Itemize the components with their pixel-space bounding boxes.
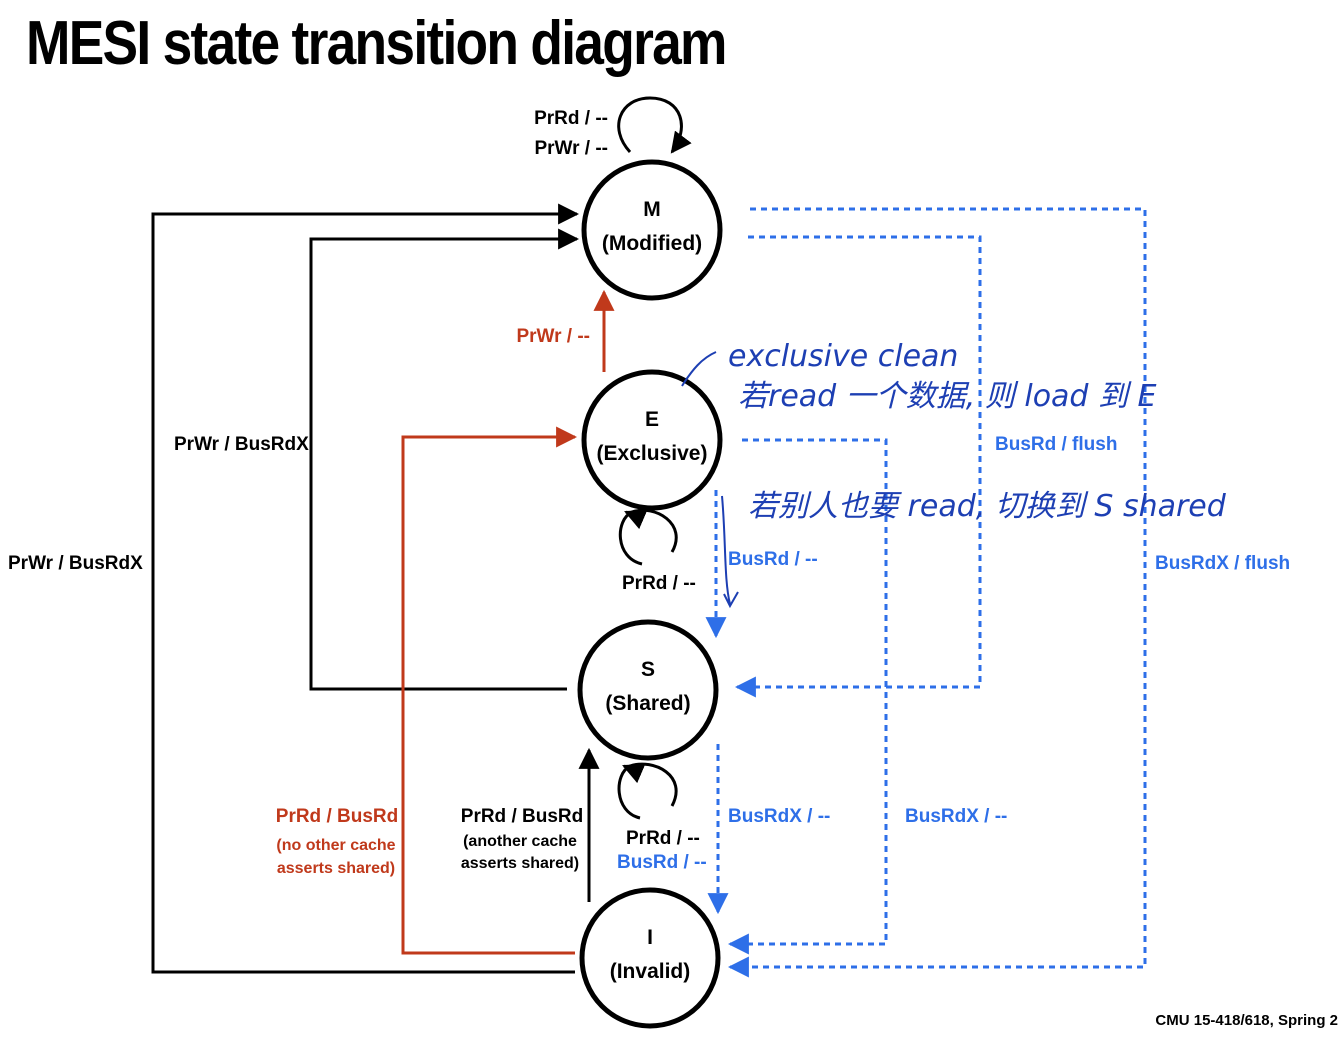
footer-course-label: CMU 15-418/618, Spring 2 [1155, 1012, 1338, 1029]
label-m-to-s: BusRd / flush [995, 434, 1117, 455]
state-e-name: (Exclusive) [597, 442, 708, 465]
label-m-to-i: BusRdX / flush [1155, 553, 1290, 574]
arrow-e-to-i [727, 438, 888, 955]
state-i-letter: I [647, 926, 653, 949]
annotation-pointer [681, 351, 717, 387]
arrow-i-to-m [151, 203, 580, 974]
arrow-s-to-m [309, 228, 580, 691]
annotation-line-1: exclusive clean [728, 339, 958, 374]
label-s-to-m: PrWr / BusRdX [174, 434, 309, 455]
label-i-to-e-3: asserts shared) [277, 860, 395, 877]
label-i-to-e-2: (no other cache [276, 837, 395, 854]
arrow-e-self-head [624, 509, 648, 530]
arrow-m-to-i [727, 207, 1147, 978]
label-e-to-m: PrWr / -- [516, 326, 590, 347]
label-i-to-s-1: PrRd / BusRd [461, 806, 583, 827]
label-e-self: PrRd / -- [622, 573, 696, 594]
label-i-to-e-1: PrRd / BusRd [276, 806, 398, 827]
label-m-self-prwr: PrWr / -- [534, 138, 608, 159]
state-s: S (Shared) [577, 619, 719, 761]
label-s-to-i: BusRdX / -- [728, 806, 830, 827]
state-e-circle [581, 369, 723, 511]
annotation-line-2: 若read 一个数据, 则 load 到 E [738, 379, 1157, 414]
state-e-letter: E [645, 408, 659, 431]
label-s-self-prrd: PrRd / -- [626, 828, 700, 849]
state-s-name: (Shared) [605, 692, 690, 715]
state-m: M (Modified) [581, 159, 723, 301]
annotation-bracket [721, 495, 739, 609]
state-m-circle [581, 159, 723, 301]
state-m-name: (Modified) [602, 232, 702, 255]
arrow-i-to-e [401, 426, 578, 955]
arrow-m-to-s [734, 235, 982, 698]
label-e-to-i: BusRdX / -- [905, 806, 1007, 827]
state-s-circle [577, 619, 719, 761]
state-e: E (Exclusive) [581, 369, 723, 511]
state-s-letter: S [641, 658, 655, 681]
annotation-line-3: 若别人也要 read, 切换到 S shared [748, 489, 1227, 524]
label-i-to-m: PrWr / BusRdX [8, 553, 143, 574]
state-i-circle [579, 887, 721, 1029]
state-m-letter: M [643, 198, 661, 221]
label-s-self-busrd: BusRd / -- [617, 852, 707, 873]
label-i-to-s-3: asserts shared) [461, 855, 579, 872]
label-e-to-s: BusRd / -- [728, 549, 818, 570]
arrow-e-self-loop [618, 508, 678, 566]
page-title: MESI state transition diagram [26, 9, 727, 78]
state-i-name: (Invalid) [610, 960, 691, 983]
arrow-s-self-loop [617, 762, 678, 820]
state-i: I (Invalid) [579, 887, 721, 1029]
label-m-self-prrd: PrRd / -- [534, 108, 608, 129]
label-i-to-s-2: (another cache [463, 833, 577, 850]
arrow-s-self-head [622, 763, 646, 784]
arrow-m-self-loop [617, 96, 692, 154]
